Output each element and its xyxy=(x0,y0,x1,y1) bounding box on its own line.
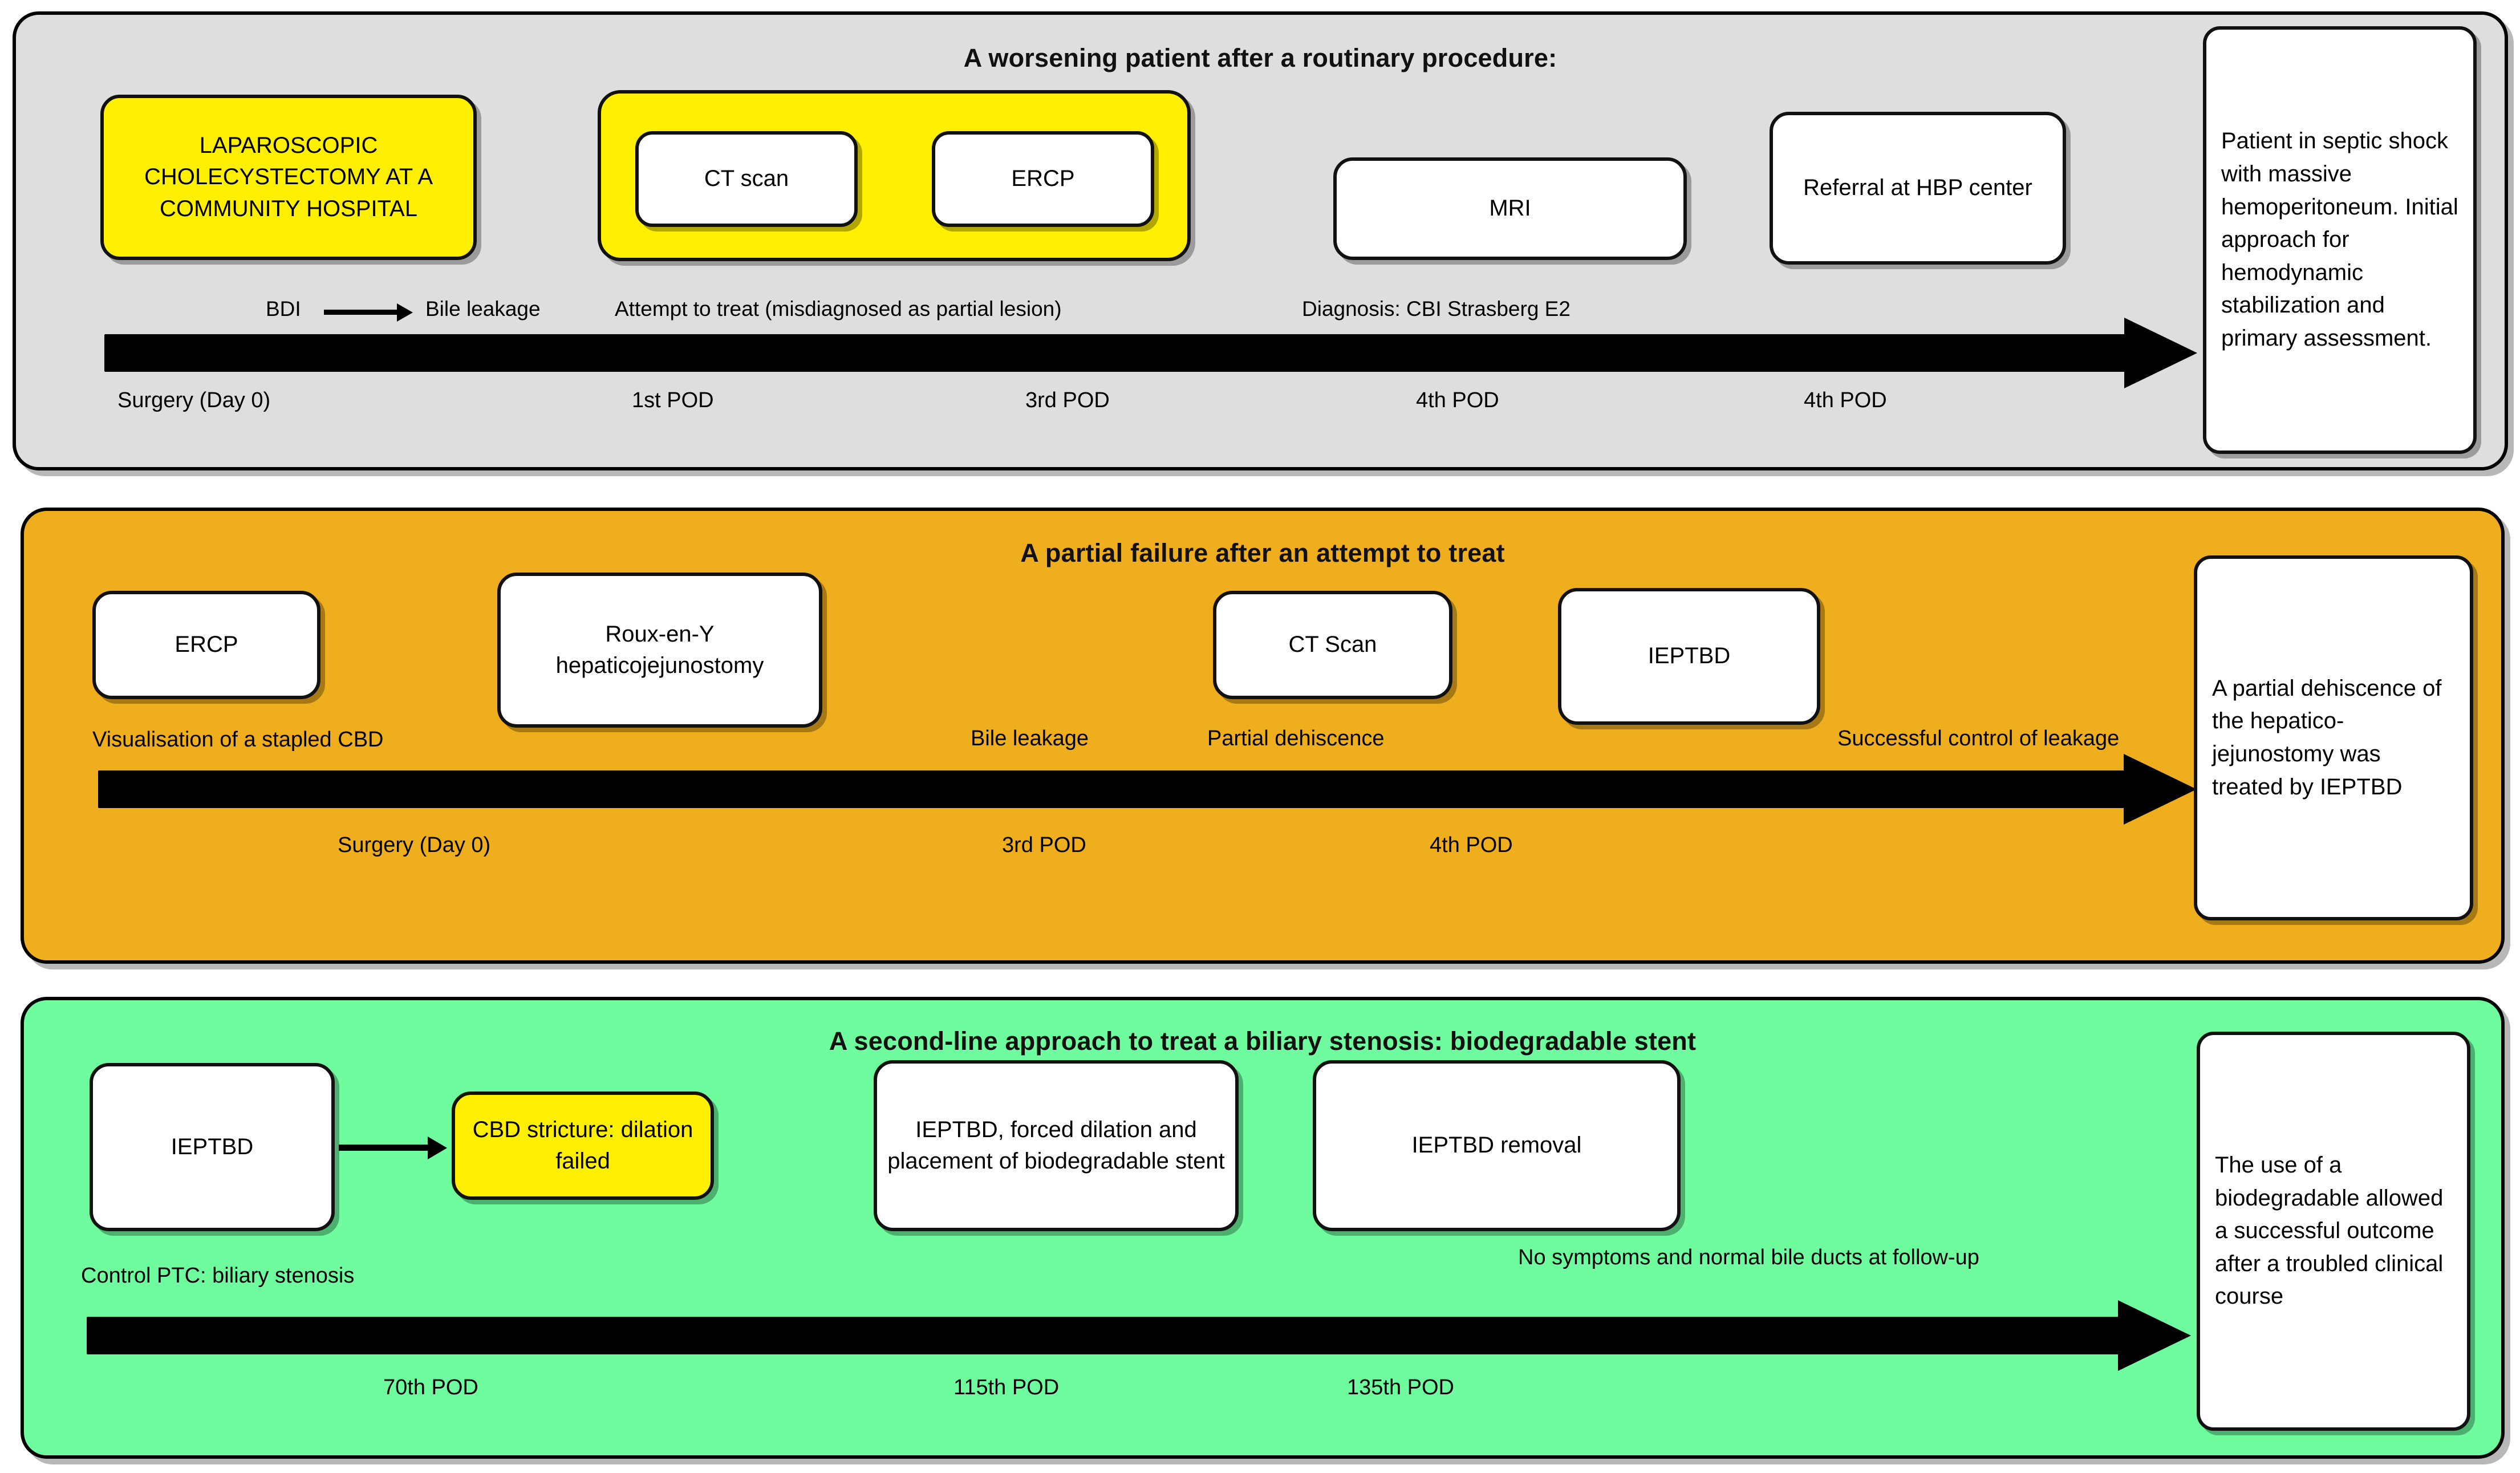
caption-successful-control-of-leakage: Successful control of leakage xyxy=(1837,727,2120,750)
caption-visualisation-stapled-cbd: Visualisation of a stapled CBD xyxy=(92,728,384,752)
panel-3-title: A second-line approach to treat a biliar… xyxy=(829,1026,1697,1056)
node-ercp[interactable]: ERCP xyxy=(932,131,1154,227)
timeline-label-3rd-pod-2: 3rd POD xyxy=(1002,833,1086,857)
panel-1-title: A worsening patient after a routinary pr… xyxy=(963,43,1557,72)
timeline-arrow-panel-3 xyxy=(87,1300,2191,1371)
ieptbd-to-cbd-stricture-arrow xyxy=(339,1145,430,1151)
bdi-to-bile-leakage-arrow xyxy=(324,310,398,315)
node-ercp-2[interactable]: ERCP xyxy=(92,591,320,699)
panel-worsening-patient: A worsening patient after a routinary pr… xyxy=(13,11,2508,470)
caption-bdi: BDI xyxy=(266,297,301,320)
node-ieptbd-removal[interactable]: IEPTBD removal xyxy=(1313,1060,1681,1231)
timeline-label-3rd-pod: 3rd POD xyxy=(1025,388,1110,412)
node-ct-scan[interactable]: CT scan xyxy=(635,131,858,227)
panel-partial-failure: A partial failure after an attempt to tr… xyxy=(21,508,2505,964)
timeline-label-4th-pod-referral: 4th POD xyxy=(1804,388,1887,412)
timeline-label-surgery-day-0: Surgery (Day 0) xyxy=(117,388,271,412)
node-cbd-stricture-dilation-failed[interactable]: CBD stricture: dilation failed xyxy=(452,1091,714,1200)
timeline-label-4th-pod-mri: 4th POD xyxy=(1416,388,1499,412)
caption-bile-leakage-2: Bile leakage xyxy=(971,727,1089,750)
timeline-label-1st-pod: 1st POD xyxy=(632,388,714,412)
outcome-panel-1: Patient in septic shock with massive hem… xyxy=(2203,26,2477,454)
caption-control-ptc-biliary-stenosis: Control PTC: biliary stenosis xyxy=(81,1264,355,1288)
node-laparoscopic-cholecystectomy[interactable]: LAPAROSCOPIC CHOLECYSTECTOMY AT A COMMUN… xyxy=(100,95,477,260)
caption-no-symptoms-followup: No symptoms and normal bile ducts at fol… xyxy=(1518,1245,1979,1269)
caption-diagnosis-strasberg: Diagnosis: CBI Strasberg E2 xyxy=(1302,297,1571,320)
group-attempt-to-treat: CT scan ERCP xyxy=(598,90,1191,261)
node-roux-en-y-hepaticojejunostomy[interactable]: Roux-en-Y hepaticojejunostomy xyxy=(497,573,822,728)
timeline-arrow-panel-2 xyxy=(98,754,2197,825)
timeline-label-115th-pod: 115th POD xyxy=(953,1375,1060,1399)
node-mri[interactable]: MRI xyxy=(1333,157,1687,260)
timeline-label-4th-pod-2: 4th POD xyxy=(1430,833,1513,857)
panel-2-title: A partial failure after an attempt to tr… xyxy=(1020,538,1505,567)
timeline-label-surgery-day-0-2: Surgery (Day 0) xyxy=(338,833,491,857)
node-ct-scan-2[interactable]: CT Scan xyxy=(1213,591,1452,699)
timeline-label-135th-pod: 135th POD xyxy=(1347,1375,1454,1399)
node-ieptbd-forced-dilation-stent[interactable]: IEPTBD, forced dilation and placement of… xyxy=(874,1060,1239,1231)
caption-bile-leakage: Bile leakage xyxy=(425,297,541,320)
outcome-panel-3: The use of a biodegradable allowed a suc… xyxy=(2197,1032,2470,1431)
timeline-label-70th-pod: 70th POD xyxy=(383,1375,478,1399)
caption-partial-dehiscence: Partial dehiscence xyxy=(1207,727,1385,750)
node-ieptbd-3[interactable]: IEPTBD xyxy=(90,1063,335,1231)
caption-attempt-to-treat: Attempt to treat (misdiagnosed as partia… xyxy=(615,297,1062,320)
node-ieptbd-2[interactable]: IEPTBD xyxy=(1558,588,1820,725)
outcome-panel-2: A partial dehiscence of the hepatico-jej… xyxy=(2194,555,2473,920)
timeline-arrow-panel-1 xyxy=(104,318,2197,388)
node-referral-hbp-center[interactable]: Referral at HBP center xyxy=(1770,112,2066,265)
panel-second-line-approach: A second-line approach to treat a biliar… xyxy=(21,997,2505,1459)
